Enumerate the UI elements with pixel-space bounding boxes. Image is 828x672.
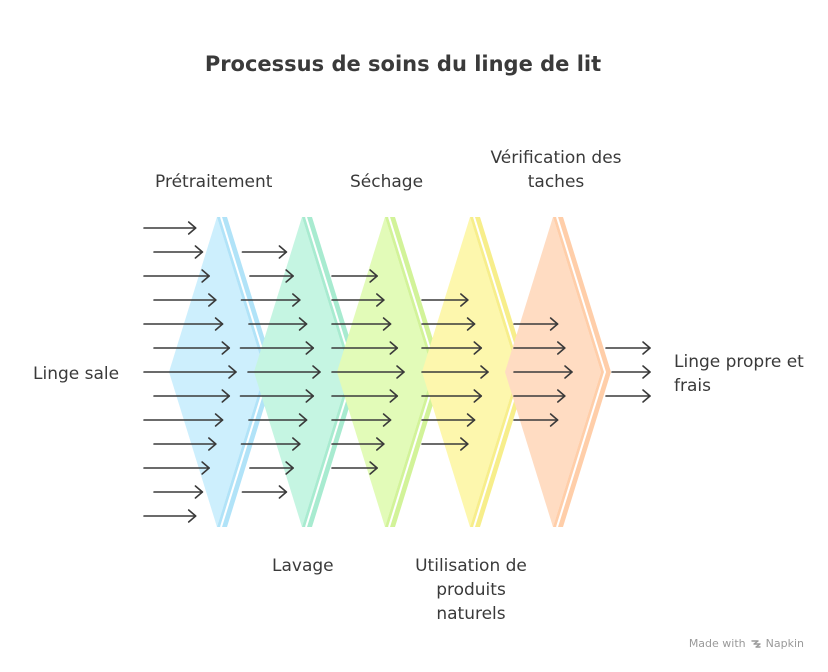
flow-arrow-in-6: [153, 341, 231, 355]
step-edge-3: [385, 217, 443, 527]
flow-arrow-d-2: [513, 341, 566, 355]
input-label: Linge sale: [33, 364, 120, 384]
step-edge-5: [553, 217, 611, 527]
diagram-title: Processus de soins du linge de lit: [204, 52, 602, 76]
flow-arrow-c-4: [421, 365, 489, 379]
flow-arrow-b-2: [331, 293, 385, 307]
flow-arrow-b-1: [331, 269, 378, 283]
step-label-washing: Lavage: [272, 556, 334, 576]
flow-arrow-in-7: [143, 365, 237, 379]
step-label-drying: Séchage: [350, 172, 424, 192]
footer-credit: Made with Napkin: [689, 637, 804, 650]
napkin-brand-text: Napkin: [765, 637, 804, 650]
flow-arrow-in-3: [143, 269, 210, 283]
flow-arrow-in-5: [143, 317, 224, 331]
flow-arrow-in-2: [153, 245, 204, 259]
flow-arrow-c-1: [421, 293, 469, 307]
flow-arrow-out-2: [611, 365, 651, 379]
flow-arrow-a-10: [249, 461, 294, 475]
flow-arrow-in-1: [143, 221, 197, 235]
flow-arrow-a-7: [239, 389, 315, 403]
flow-arrow-b-8: [331, 437, 385, 451]
step-edge-1: [217, 217, 275, 527]
flow-arrow-b-7: [331, 413, 392, 427]
flow-arrow-in-12: [153, 485, 204, 499]
flow-arrow-c-2: [421, 317, 476, 331]
flow-arrow-out-3: [605, 389, 651, 403]
flow-arrow-out-1: [605, 341, 651, 355]
flow-arrow-b-6: [331, 389, 399, 403]
flow-arrow-a-9: [240, 437, 301, 451]
flow-arrow-d-1: [513, 317, 559, 331]
flow-arrow-d-5: [513, 413, 559, 427]
flow-arrow-a-6: [247, 365, 321, 379]
flow-arrow-a-11: [241, 485, 288, 499]
napkin-logo-icon: [750, 639, 761, 648]
flow-arrow-b-5: [331, 365, 405, 379]
flow-arrow-c-7: [421, 437, 469, 451]
flow-arrow-b-4: [331, 341, 399, 355]
flow-arrow-in-9: [143, 413, 224, 427]
flow-arrow-d-3: [513, 365, 573, 379]
flow-arrow-b-3: [331, 317, 392, 331]
step-label-stain-check: Vérification des taches: [490, 148, 622, 192]
flow-arrow-c-5: [421, 389, 483, 403]
flow-arrow-c-6: [421, 413, 476, 427]
flow-arrow-d-4: [513, 389, 566, 403]
flow-arrow-a-4: [248, 317, 308, 331]
flow-arrow-in-8: [153, 389, 231, 403]
step-edge-4: [470, 217, 528, 527]
flow-arrow-in-13: [143, 509, 197, 523]
flow-arrow-in-11: [143, 461, 210, 475]
flow-arrow-in-10: [153, 437, 217, 451]
step-label-pretreatment: Prétraitement: [155, 172, 273, 192]
flow-arrow-c-3: [421, 341, 483, 355]
flow-arrow-in-4: [153, 293, 217, 307]
step-label-natural-products: Utilisation de produits naturels: [415, 556, 527, 624]
flow-arrow-b-9: [331, 461, 378, 475]
flow-arrow-a-8: [248, 413, 308, 427]
flow-arrow-a-5: [239, 341, 315, 355]
flow-arrow-a-3: [240, 293, 301, 307]
made-with-text: Made with: [688, 637, 746, 650]
step-separator-5: [556, 216, 607, 528]
flow-arrow-a-2: [249, 269, 294, 283]
flow-arrow-a-1: [241, 245, 288, 259]
step-edge-2: [302, 217, 360, 527]
output-label: Linge propre et frais: [674, 352, 804, 396]
